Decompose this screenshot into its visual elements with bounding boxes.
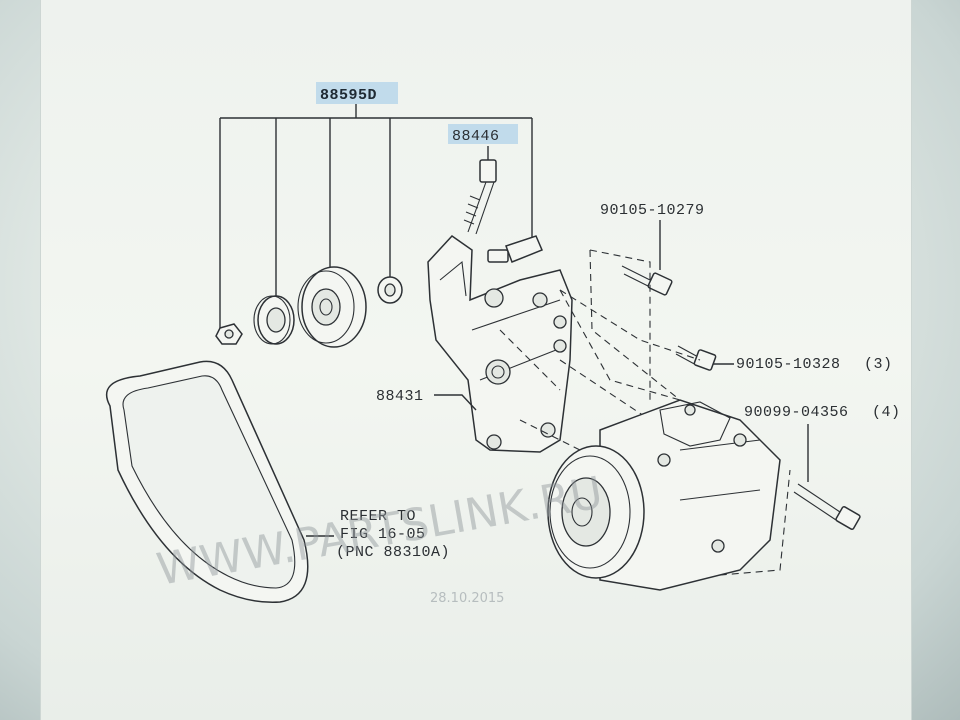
bolt-90105-10279 — [621, 265, 673, 296]
bracket-part-number[interactable]: 88431 — [376, 388, 424, 405]
compressor-bracket — [427, 235, 573, 453]
bolt-90099-04356 — [793, 483, 861, 530]
bolt-b-quantity: (3) — [864, 356, 893, 373]
watermark-date: 28.10.2015 — [430, 591, 504, 606]
pivot-bolt — [487, 235, 543, 263]
bolt-88446 — [463, 159, 497, 235]
kit-leader-tree — [219, 104, 533, 330]
bolt-90105-10328 — [675, 345, 717, 371]
bolt-top-part-number[interactable]: 88446 — [452, 128, 500, 145]
kit-collar — [377, 276, 403, 304]
kit-label-highlight — [316, 82, 398, 104]
bolt-a-part-number[interactable]: 90105-10279 — [600, 202, 705, 219]
bolt-top-label-highlight — [448, 124, 518, 144]
refer-note-line-1: REFER TO — [340, 508, 416, 525]
idler-pulley — [297, 266, 367, 348]
kit-part-number[interactable]: 88595D — [320, 87, 377, 104]
refer-note-line-3: (PNC 88310A) — [336, 544, 450, 561]
bolt-c-part-number[interactable]: 90099-04356 — [744, 404, 849, 421]
bolt-c-quantity: (4) — [872, 404, 901, 421]
ac-compressor — [547, 399, 781, 591]
refer-note-line-2[interactable]: FIG 16-05 — [340, 526, 426, 543]
kit-nut-small — [215, 323, 243, 345]
drive-belt — [105, 360, 309, 603]
kit-washer — [253, 295, 295, 345]
bolt-b-part-number[interactable]: 90105-10328 — [736, 356, 841, 373]
